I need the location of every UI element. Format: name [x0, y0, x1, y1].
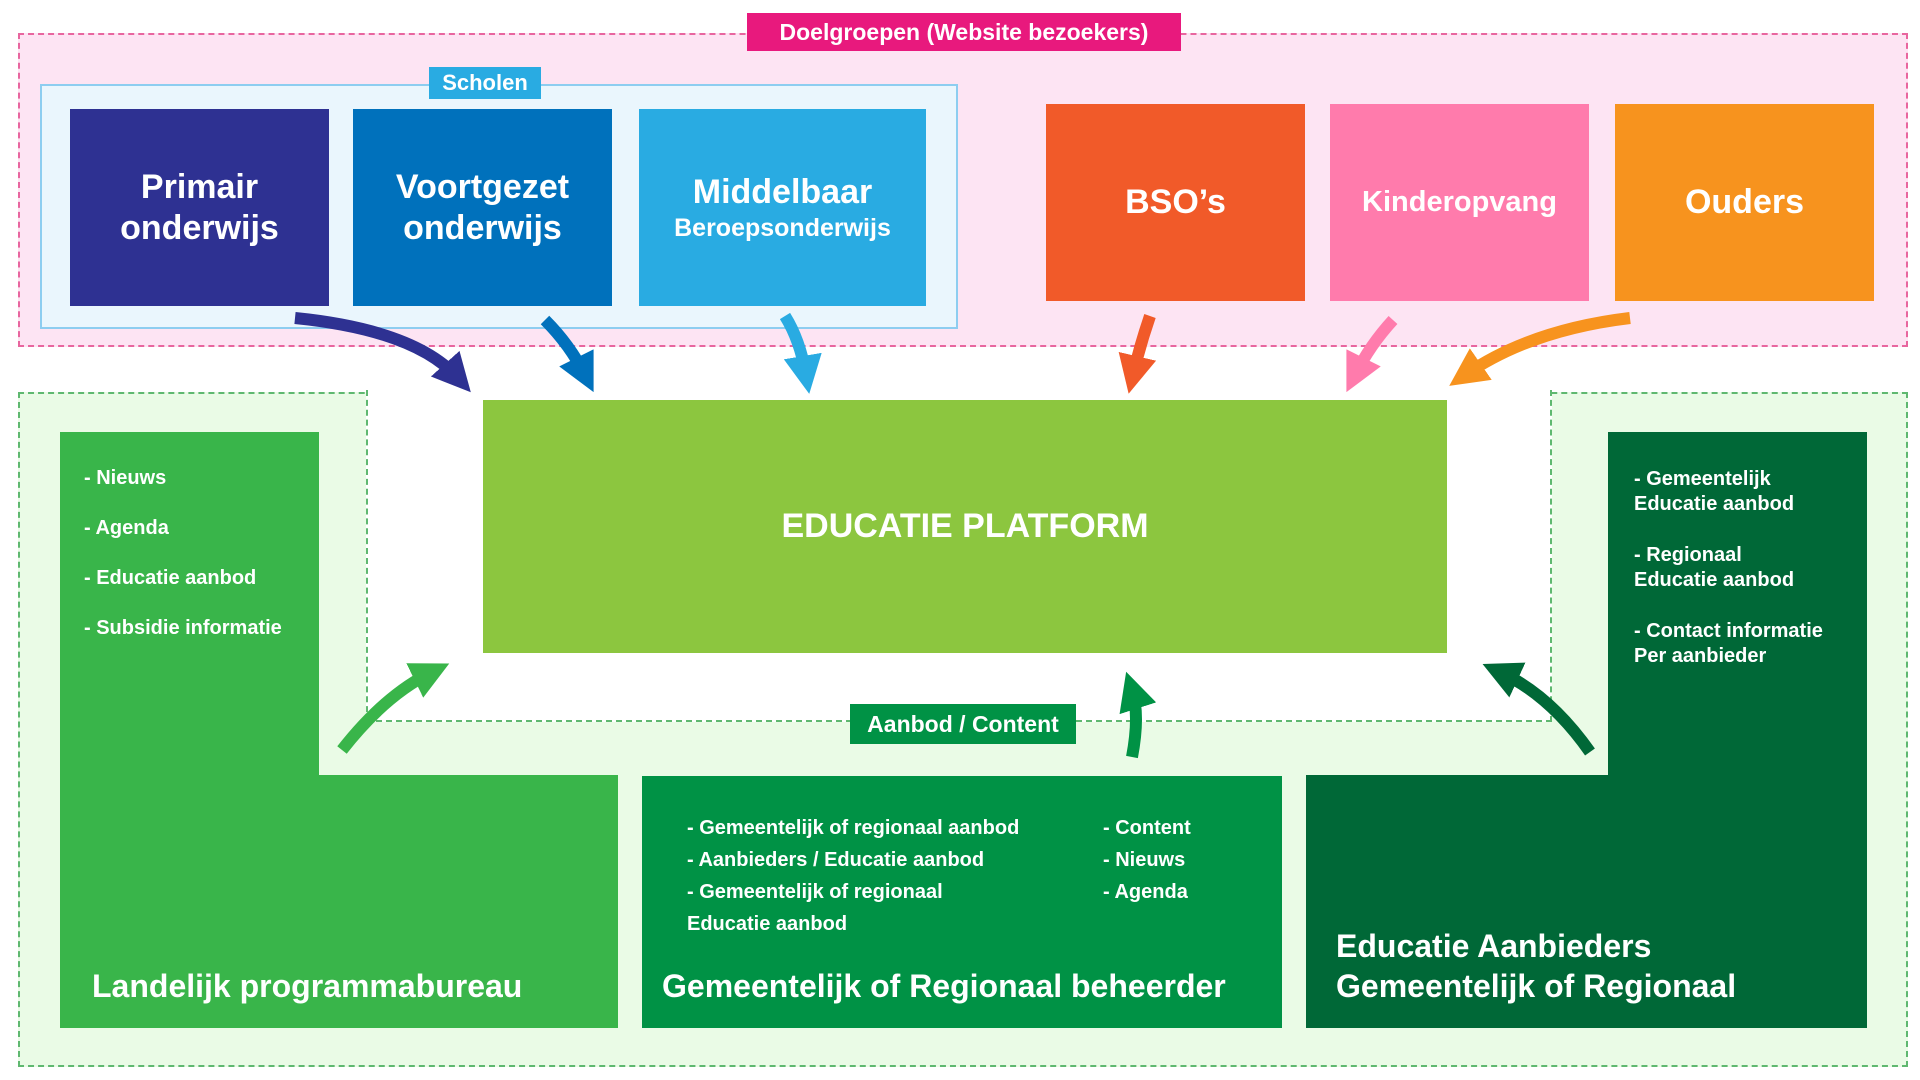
list-item: - Contact informatie Per aanbieder [1634, 620, 1823, 667]
landelijk-list: - Nieuws - Agenda - Educatie aanbod - Su… [84, 467, 314, 667]
tile-middelbaar-beroepsonderwijs: Middelbaar Beroepsonderwijs [639, 109, 926, 306]
list-item: - Aanbieders / Educatie aanbod [687, 849, 985, 871]
list-item: - Gemeentelijk of regionaal Educatie aan… [687, 881, 943, 935]
schools-label: Scholen [429, 67, 541, 99]
tile-line: Middelbaar [692, 173, 873, 212]
tile-line: Voortgezet [395, 167, 570, 206]
title-line: Educatie Aanbieders [1336, 928, 1652, 964]
list-item: - Regionaal Educatie aanbod [1634, 544, 1795, 591]
aanbieders-list: - Gemeentelijk Educatie aanbod - Regiona… [1634, 467, 1864, 695]
tile-ouders: Ouders [1615, 104, 1874, 301]
aanbieders-block-base [1306, 775, 1867, 1028]
tile-subline: Beroepsonderwijs [674, 213, 891, 242]
content-label: Aanbod / Content [850, 704, 1076, 744]
landelijk-title: Landelijk programmabureau [92, 968, 523, 1004]
gemeentelijk-block [642, 776, 1282, 1028]
title-line: Gemeentelijk of Regionaal [1336, 968, 1737, 1004]
tile-line: BSO’s [1125, 183, 1226, 222]
list-item: - Subsidie informatie [84, 617, 282, 639]
tile-line: Primair [140, 167, 259, 206]
list-item: - Content [1103, 817, 1191, 839]
list-item: - Nieuws [84, 467, 167, 489]
tile-line: Kinderopvang [1362, 186, 1557, 219]
educatie-platform: EDUCATIE PLATFORM [483, 400, 1447, 653]
tile-voortgezet-onderwijs: Voortgezet onderwijs [353, 109, 612, 306]
list-item: - Agenda [84, 517, 169, 539]
aanbieders-title: Educatie Aanbieders Gemeentelijk of Regi… [1336, 926, 1736, 1006]
list-item: - Nieuws [1103, 849, 1186, 871]
platform-label: EDUCATIE PLATFORM [781, 507, 1149, 545]
tile-line: onderwijs [403, 208, 562, 247]
tile-kinderopvang: Kinderopvang [1330, 104, 1589, 301]
audience-label: Doelgroepen (Website bezoekers) [747, 13, 1181, 51]
tile-line: onderwijs [120, 208, 279, 247]
list-item: - Gemeentelijk of regionaal aanbod [687, 817, 1020, 839]
gemeentelijk-list-left: - Gemeentelijk of regionaal aanbod - Aan… [687, 812, 1107, 940]
landelijk-block-base [60, 775, 618, 1028]
list-item: - Agenda [1103, 881, 1188, 903]
tile-primair-onderwijs: Primair onderwijs [70, 109, 329, 306]
gemeentelijk-title: Gemeentelijk of Regionaal beheerder [662, 968, 1226, 1004]
gemeentelijk-list-right: - Content - Nieuws - Agenda [1103, 812, 1253, 908]
tile-bso: BSO’s [1046, 104, 1305, 301]
tile-line: Ouders [1684, 183, 1805, 222]
list-item: - Gemeentelijk Educatie aanbod [1634, 468, 1795, 515]
list-item: - Educatie aanbod [84, 567, 257, 589]
